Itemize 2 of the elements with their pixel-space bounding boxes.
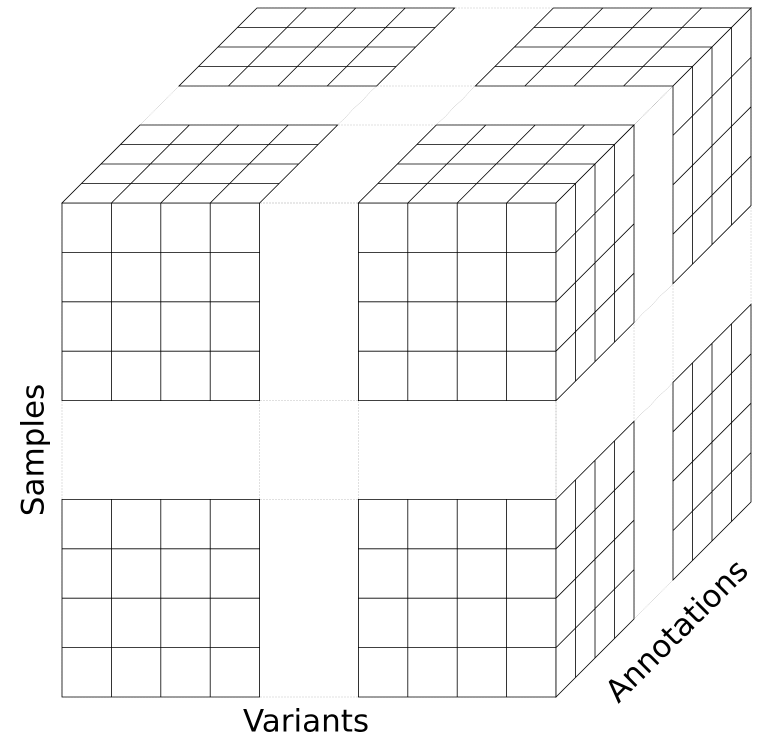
axis-label: Samples (20, 385, 50, 514)
axis-label: Variants (243, 708, 368, 732)
